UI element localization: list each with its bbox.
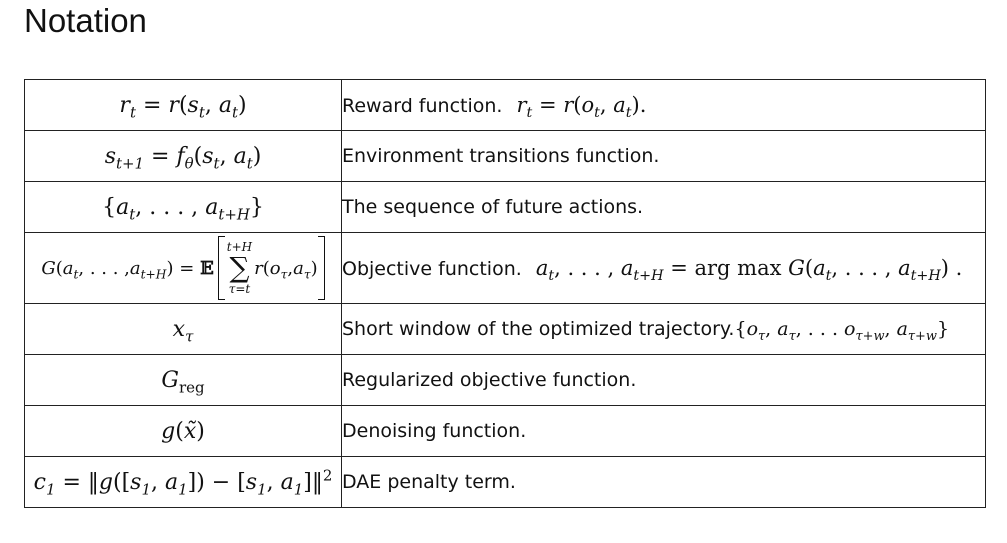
table-row: rt = r(st, at) Reward function. rt = r(o… — [24, 79, 986, 131]
table-row: {at, . . . , at+H} The sequence of futur… — [24, 181, 986, 233]
symbol-cell: rt = r(st, at) — [24, 79, 342, 131]
description-cell: Short window of the optimized trajectory… — [341, 303, 986, 355]
description-cell: Denoising function. — [341, 405, 986, 457]
description-text: DAE penalty term. — [342, 471, 516, 493]
description-text: Reward function. — [342, 95, 503, 117]
symbol-cell: Greg — [24, 354, 342, 406]
inline-formula: {oτ, aτ, . . . oτ+w, aτ+w} — [734, 318, 950, 344]
symbol-cell: c1 = ‖g([s1, a1]) − [s1, a1]‖2 — [24, 456, 342, 508]
inline-formula: at, . . . , at+H = arg max G(at, . . . ,… — [535, 256, 963, 285]
inline-formula: rt = r(ot, at). — [516, 93, 647, 122]
description-text: Objective function. — [342, 258, 522, 280]
description-cell: The sequence of future actions. — [341, 181, 986, 233]
description-text: Regularized objective function. — [342, 369, 637, 391]
description-text: Short window of the optimized trajectory… — [342, 318, 735, 340]
table-row: g(x̃) Denoising function. — [24, 405, 986, 457]
symbol-cell: G(at, . . . ,at+H) = 𝔼 t+H∑τ=t r(oτ, aτ) — [24, 232, 342, 304]
table-row: st+1 = fθ(st, at) Environment transition… — [24, 130, 986, 182]
table-row: xτ Short window of the optimized traject… — [24, 303, 986, 355]
symbol-cell: g(x̃) — [24, 405, 342, 457]
symbol-cell: st+1 = fθ(st, at) — [24, 130, 342, 182]
table-row: G(at, . . . ,at+H) = 𝔼 t+H∑τ=t r(oτ, aτ)… — [24, 232, 986, 304]
description-cell: Objective function. at, . . . , at+H = a… — [341, 232, 986, 304]
table-row: Greg Regularized objective function. — [24, 354, 986, 406]
description-cell: Environment transitions function. — [341, 130, 986, 182]
description-text: The sequence of future actions. — [342, 196, 644, 218]
description-text: Environment transitions function. — [342, 145, 660, 167]
table-row: c1 = ‖g([s1, a1]) − [s1, a1]‖2 DAE penal… — [24, 456, 986, 508]
description-cell: Reward function. rt = r(ot, at). — [341, 79, 986, 131]
symbol-cell: xτ — [24, 303, 342, 355]
description-cell: Regularized objective function. — [341, 354, 986, 406]
description-text: Denoising function. — [342, 420, 527, 442]
description-cell: DAE penalty term. — [341, 456, 986, 508]
notation-table: rt = r(st, at) Reward function. rt = r(o… — [24, 79, 986, 508]
symbol-cell: {at, . . . , at+H} — [24, 181, 342, 233]
page-title: Notation — [24, 2, 147, 39]
